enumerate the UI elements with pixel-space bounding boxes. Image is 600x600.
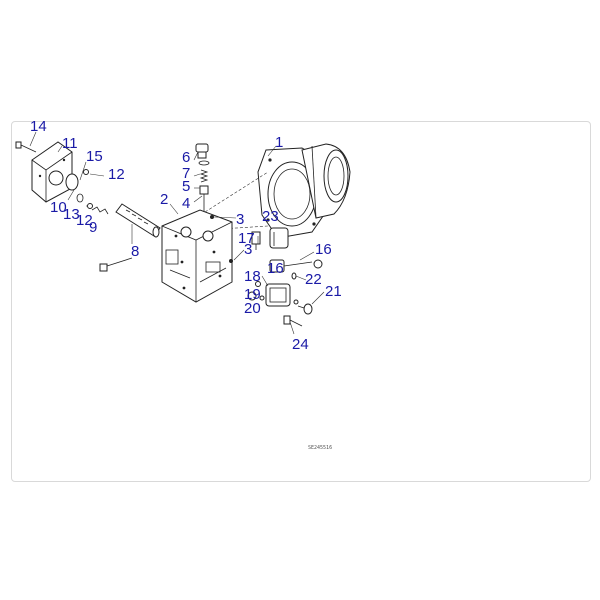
callout-11: 11 <box>62 135 78 152</box>
callout-7: 7 <box>182 165 190 182</box>
callout-2: 2 <box>160 191 168 208</box>
motor-housing-part <box>257 143 351 239</box>
callout-8: 8 <box>131 243 139 260</box>
plug-6-part <box>195 143 209 159</box>
callout-19: 19 <box>244 286 261 303</box>
callout-23: 23 <box>262 208 279 225</box>
callout-9: 9 <box>89 219 97 236</box>
callout-3: 3 <box>244 241 252 258</box>
callout-17: 17 <box>238 230 255 247</box>
callout-5: 5 <box>182 178 190 195</box>
shaft-part <box>115 203 161 238</box>
callout-3: 3 <box>236 211 244 228</box>
bolt-14-part <box>15 141 37 153</box>
plug-21-part <box>293 299 313 315</box>
piston-4-part <box>199 185 209 212</box>
bracket-16-part <box>269 259 323 273</box>
ring-12b-part <box>87 203 93 209</box>
valve-block-part <box>161 209 233 303</box>
leader-lines <box>29 131 325 335</box>
o-ring-15-part <box>65 173 79 191</box>
drawing-code: SE245516 <box>308 445 332 451</box>
o-ring-7-part <box>198 160 210 166</box>
pin-3a-part <box>210 215 214 219</box>
callout-15: 15 <box>86 148 103 165</box>
callout-6: 6 <box>182 149 190 166</box>
bolt-24-part <box>283 315 303 327</box>
o-ring-22-part <box>291 272 297 280</box>
callout-4: 4 <box>182 195 190 212</box>
seal-13-part <box>76 193 84 203</box>
callout-13: 13 <box>63 206 80 223</box>
solenoid-cap-part <box>269 227 289 249</box>
callout-22: 22 <box>305 271 322 288</box>
callout-16: 16 <box>315 241 332 258</box>
spring-5-part <box>199 169 209 183</box>
pin-3b-part <box>229 259 233 263</box>
callout-1: 1 <box>275 134 283 151</box>
valve-assembly-part <box>247 281 291 307</box>
callout-21: 21 <box>325 283 342 300</box>
callout-14: 14 <box>30 118 47 135</box>
callout-12: 12 <box>108 166 125 183</box>
callout-20: 20 <box>244 300 261 317</box>
callout-18: 18 <box>244 268 261 285</box>
bolt-lower-part <box>99 257 133 272</box>
plug-12a-part <box>83 169 89 175</box>
fitting-17-part <box>251 231 261 250</box>
callout-24: 24 <box>292 336 309 353</box>
callout-10: 10 <box>50 199 67 216</box>
callout-16: 16 <box>267 260 284 277</box>
spring-9-part <box>91 206 109 215</box>
callout-12: 12 <box>76 212 93 229</box>
